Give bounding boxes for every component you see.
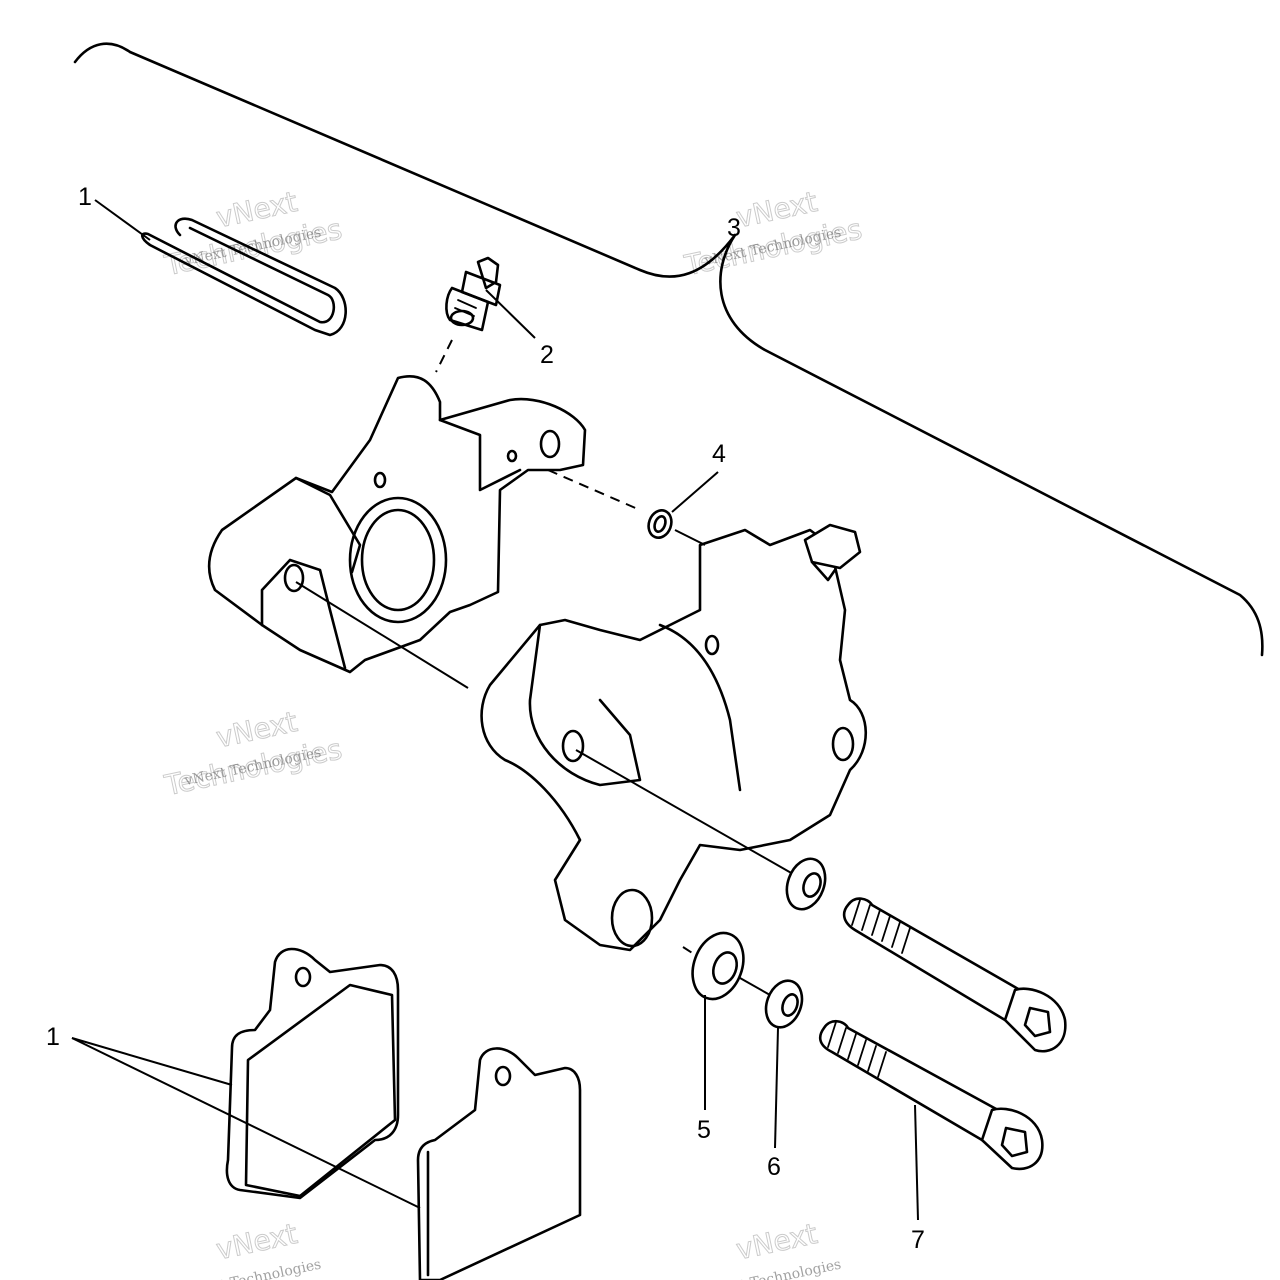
caliper-half-inner [480, 523, 868, 952]
leader-line-1-pad-rear [71, 1037, 421, 1209]
callout-5-washer: 5 [697, 1116, 711, 1144]
washer-small-upper [785, 857, 827, 911]
alignment-line-right [575, 749, 801, 879]
callout-2-bleeder: 2 [540, 341, 554, 369]
callout-1-clip: 1 [78, 183, 92, 211]
caliper-half-outer [207, 375, 587, 674]
callout-1-pads: 1 [46, 1023, 60, 1051]
leader-line-7 [914, 1104, 919, 1221]
watermark-top-left: vNext Technologies vNext Technologies [161, 185, 346, 283]
watermark-text: vNext Technologies [702, 1257, 842, 1280]
leader-line-1-pad-front [71, 1037, 233, 1086]
callout-3-caliper: 3 [727, 214, 741, 242]
washer-large [691, 931, 745, 1001]
alignment-line-upper [547, 469, 641, 511]
brake-pad-rear [416, 1047, 582, 1280]
callout-4-oring: 4 [712, 440, 726, 468]
leader-line-2 [485, 289, 536, 339]
o-ring [647, 509, 673, 539]
watermark-mid-left: vNext Technologies vNext Technologies [161, 705, 346, 803]
leader-line-1-top [94, 199, 151, 241]
alignment-line-left [295, 581, 469, 689]
watermark-text: vNext Technologies [182, 1257, 322, 1280]
assembly-bracket [73, 42, 1264, 657]
leader-line-6 [774, 1027, 779, 1149]
watermark-bottom-left: vNext vNext Technologies [182, 1217, 322, 1280]
watermark-brand: vNext [213, 1217, 300, 1266]
bleeder-axis-line [435, 339, 453, 373]
alignment-line-washers [739, 977, 771, 996]
callout-6-washer: 6 [767, 1153, 781, 1181]
washer-small-lower [764, 979, 804, 1029]
brake-pad-clip [140, 217, 347, 337]
alignment-line-lower [682, 946, 701, 959]
brake-pad-front [225, 947, 400, 1200]
callout-7-bolt: 7 [911, 1226, 925, 1254]
leader-line-4 [671, 471, 719, 513]
bleeder-valve [445, 256, 502, 332]
caliper-bolt-lower [818, 1019, 1044, 1171]
caliper-bolt-upper [842, 897, 1067, 1053]
o-ring-inner [653, 514, 667, 534]
watermark-bottom-center: vNext vNext Technologies [702, 1217, 842, 1280]
alignment-line-oring [674, 529, 706, 546]
watermark-brand: vNext [733, 1217, 820, 1266]
